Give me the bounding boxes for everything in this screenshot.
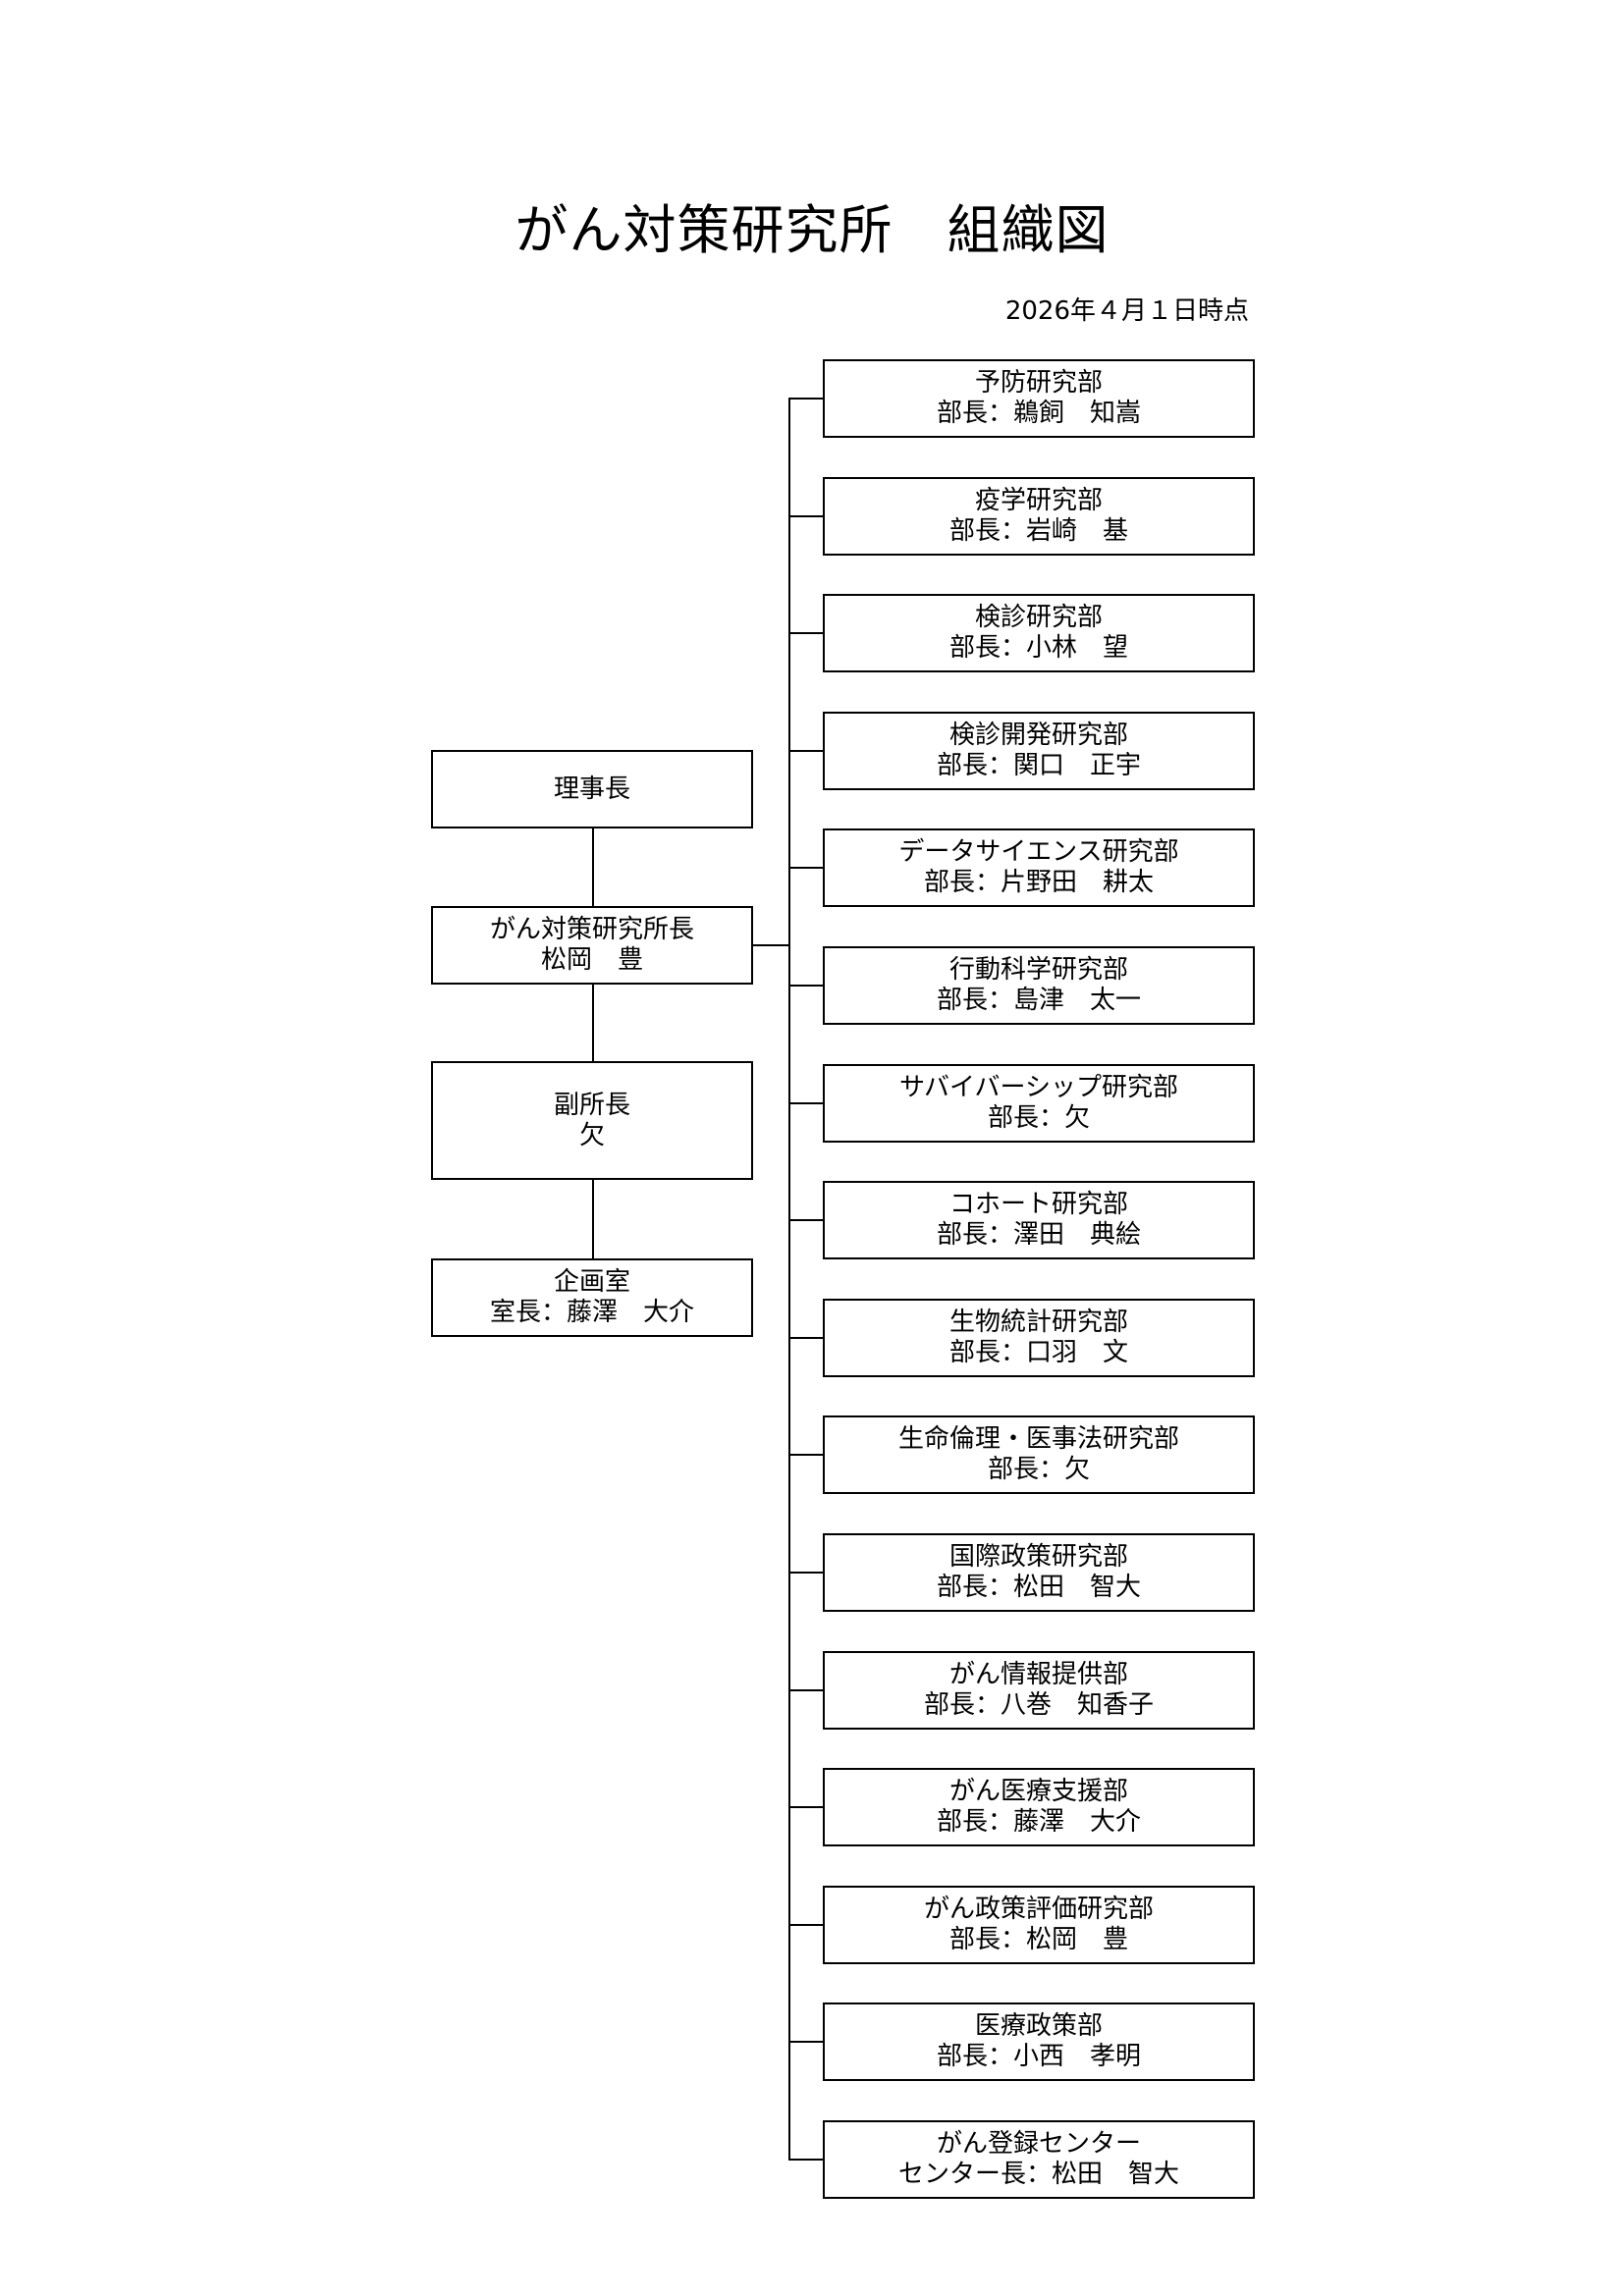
department-box: 国際政策研究部部長：松田 智大 bbox=[823, 1533, 1255, 1612]
director-person: 松岡 豊 bbox=[540, 945, 643, 975]
department-branch-line bbox=[788, 1219, 823, 1221]
department-box: 生命倫理・医事法研究部部長：欠 bbox=[823, 1415, 1255, 1494]
department-box: 予防研究部部長：鵜飼 知嵩 bbox=[823, 359, 1255, 438]
department-branch-line bbox=[788, 632, 823, 634]
department-head: 部長：小林 望 bbox=[948, 633, 1128, 663]
department-head: 部長：藤澤 大介 bbox=[936, 1807, 1141, 1837]
department-head: 部長：島津 太一 bbox=[936, 986, 1141, 1015]
connector-director-trunk bbox=[752, 944, 789, 946]
department-box: 医療政策部部長：小西 孝明 bbox=[823, 2002, 1255, 2081]
department-box: データサイエンス研究部部長：片野田 耕太 bbox=[823, 828, 1255, 907]
department-name: がん情報提供部 bbox=[948, 1660, 1128, 1689]
department-head: 部長：鵜飼 知嵩 bbox=[936, 399, 1141, 428]
department-box: 検診研究部部長：小林 望 bbox=[823, 594, 1255, 672]
department-branch-line bbox=[788, 985, 823, 987]
department-branch-line bbox=[788, 1806, 823, 1808]
connector-deputy-planning bbox=[592, 1179, 594, 1259]
department-branch-line bbox=[788, 1337, 823, 1339]
deputy-title: 副所長 bbox=[553, 1090, 630, 1120]
department-branch-line bbox=[788, 515, 823, 517]
department-head: 部長：片野田 耕太 bbox=[923, 868, 1154, 897]
department-name: サバイバーシップ研究部 bbox=[899, 1073, 1178, 1102]
director-box: がん対策研究所長 松岡 豊 bbox=[431, 906, 753, 985]
as-of-date: 2026年４月１日時点 bbox=[1004, 296, 1249, 326]
department-branch-line bbox=[788, 1572, 823, 1574]
department-branch-line bbox=[788, 1454, 823, 1456]
department-head: 部長：欠 bbox=[987, 1103, 1090, 1133]
department-head: 部長：松岡 豊 bbox=[948, 1925, 1128, 1954]
department-head: 部長：欠 bbox=[987, 1455, 1090, 1484]
department-name: 検診研究部 bbox=[974, 603, 1103, 632]
department-box: サバイバーシップ研究部部長：欠 bbox=[823, 1064, 1255, 1143]
department-box: がん政策評価研究部部長：松岡 豊 bbox=[823, 1886, 1255, 1964]
department-name: 予防研究部 bbox=[974, 368, 1103, 398]
department-branch-line bbox=[788, 2041, 823, 2043]
department-box: がん情報提供部部長：八巻 知香子 bbox=[823, 1651, 1255, 1730]
planning-office-title: 企画室 bbox=[553, 1267, 630, 1297]
connector-director-deputy bbox=[592, 984, 594, 1062]
department-name: 国際政策研究部 bbox=[948, 1542, 1128, 1572]
department-name: がん登録センター bbox=[936, 2129, 1141, 2159]
department-name: 疫学研究部 bbox=[974, 486, 1103, 515]
department-name: 医療政策部 bbox=[974, 2011, 1103, 2041]
department-name: 生物統計研究部 bbox=[948, 1308, 1128, 1337]
department-branch-line bbox=[788, 1689, 823, 1691]
department-head: センター長：松田 智大 bbox=[897, 2160, 1179, 2189]
department-branch-line bbox=[788, 750, 823, 752]
department-box: 生物統計研究部部長：口羽 文 bbox=[823, 1299, 1255, 1377]
department-box: がん医療支援部部長：藤澤 大介 bbox=[823, 1768, 1255, 1846]
department-name: データサイエンス研究部 bbox=[898, 837, 1179, 867]
connector-chairman-director bbox=[592, 827, 594, 907]
chairman-box: 理事長 bbox=[431, 750, 753, 828]
deputy-person: 欠 bbox=[578, 1120, 605, 1150]
department-branch-line bbox=[788, 1924, 823, 1926]
department-head: 部長：小西 孝明 bbox=[936, 2042, 1141, 2071]
department-box: がん登録センターセンター長：松田 智大 bbox=[823, 2120, 1255, 2199]
department-name: 生命倫理・医事法研究部 bbox=[897, 1424, 1179, 1454]
chairman-label: 理事長 bbox=[553, 774, 630, 804]
planning-office-box: 企画室 室長：藤澤 大介 bbox=[431, 1258, 753, 1337]
page-title: がん対策研究所 組織図 bbox=[514, 199, 1110, 261]
department-name: コホート研究部 bbox=[948, 1190, 1128, 1219]
department-branch-line bbox=[788, 2159, 823, 2161]
department-head: 部長：関口 正宇 bbox=[936, 751, 1141, 780]
director-title: がん対策研究所長 bbox=[489, 915, 694, 944]
department-name: がん医療支援部 bbox=[948, 1777, 1128, 1806]
department-name: 行動科学研究部 bbox=[948, 955, 1128, 985]
department-head: 部長：岩崎 基 bbox=[948, 516, 1128, 546]
department-head: 部長：澤田 典絵 bbox=[936, 1220, 1141, 1250]
department-box: 検診開発研究部部長：関口 正宇 bbox=[823, 712, 1255, 790]
department-box: 疫学研究部部長：岩崎 基 bbox=[823, 477, 1255, 556]
planning-office-head: 室長：藤澤 大介 bbox=[489, 1298, 694, 1327]
department-branch-line bbox=[788, 867, 823, 869]
department-branch-line bbox=[788, 398, 823, 400]
department-branch-line bbox=[788, 1102, 823, 1104]
department-name: がん政策評価研究部 bbox=[923, 1895, 1154, 1924]
deputy-box: 副所長 欠 bbox=[431, 1061, 753, 1180]
department-box: コホート研究部部長：澤田 典絵 bbox=[823, 1181, 1255, 1259]
department-head: 部長：八巻 知香子 bbox=[923, 1690, 1154, 1720]
department-trunk-line bbox=[788, 398, 790, 2159]
department-name: 検診開発研究部 bbox=[948, 721, 1128, 750]
department-head: 部長：口羽 文 bbox=[948, 1338, 1128, 1367]
department-head: 部長：松田 智大 bbox=[936, 1573, 1141, 1602]
department-box: 行動科学研究部部長：島津 太一 bbox=[823, 946, 1255, 1025]
